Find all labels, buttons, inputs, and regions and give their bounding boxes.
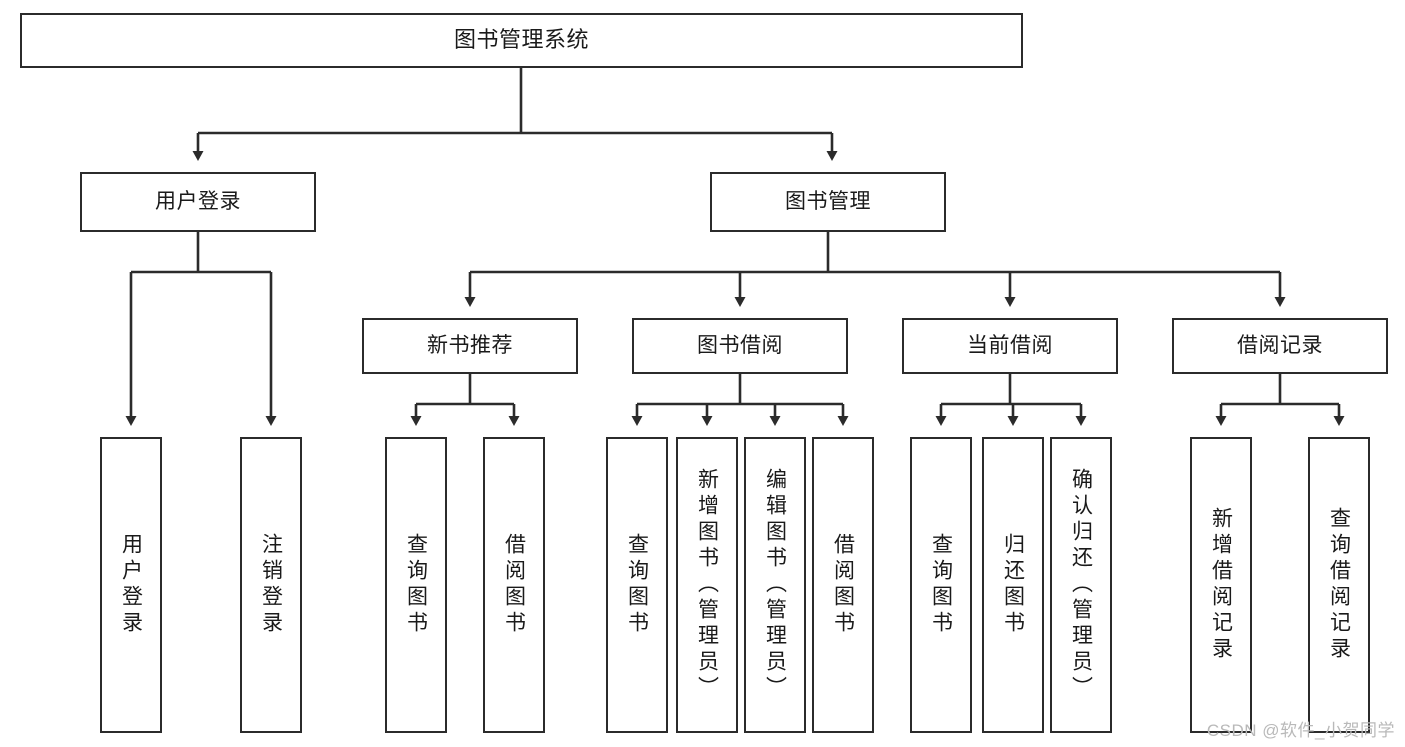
node-user-login[interactable]: 用户登录 <box>80 172 316 232</box>
leaf-query-book-current-label: 查询图书 <box>929 533 953 637</box>
leaf-query-book-borrow[interactable]: 查询图书 <box>606 437 668 733</box>
node-current-borrow[interactable]: 当前借阅 <box>902 318 1118 374</box>
leaf-query-book-newbook-label: 查询图书 <box>404 533 428 637</box>
node-book-management[interactable]: 图书管理 <box>710 172 946 232</box>
node-borrow-records-label: 借阅记录 <box>1237 334 1323 358</box>
leaf-query-book-newbook[interactable]: 查询图书 <box>385 437 447 733</box>
leaf-lend-book-label: 借阅图书 <box>831 533 855 637</box>
leaf-query-book-borrow-label: 查询图书 <box>625 533 649 637</box>
leaf-borrow-book-newbook[interactable]: 借阅图书 <box>483 437 545 733</box>
node-new-book-recommend[interactable]: 新书推荐 <box>362 318 578 374</box>
csdn-watermark: CSDN @软件_小贺同学 <box>1206 721 1395 740</box>
leaf-return-book[interactable]: 归还图书 <box>982 437 1044 733</box>
node-root[interactable]: 图书管理系统 <box>20 13 1023 68</box>
leaf-add-borrow-record[interactable]: 新增借阅记录 <box>1190 437 1252 733</box>
leaf-add-borrow-record-label: 新增借阅记录 <box>1209 507 1233 663</box>
leaf-add-book-admin-label: 新增图书（管理员） <box>695 468 719 702</box>
leaf-logout-label: 注销登录 <box>259 533 283 637</box>
leaf-borrow-book-newbook-label: 借阅图书 <box>502 533 526 637</box>
leaf-lend-book[interactable]: 借阅图书 <box>812 437 874 733</box>
node-book-borrow-label: 图书借阅 <box>697 334 783 358</box>
leaf-add-book-admin[interactable]: 新增图书（管理员） <box>676 437 738 733</box>
node-new-book-recommend-label: 新书推荐 <box>427 334 513 358</box>
leaf-query-borrow-record[interactable]: 查询借阅记录 <box>1308 437 1370 733</box>
leaf-query-borrow-record-label: 查询借阅记录 <box>1327 507 1351 663</box>
node-borrow-records[interactable]: 借阅记录 <box>1172 318 1388 374</box>
node-book-management-label: 图书管理 <box>785 190 871 214</box>
leaf-confirm-return-admin[interactable]: 确认归还（管理员） <box>1050 437 1112 733</box>
leaf-edit-book-admin[interactable]: 编辑图书（管理员） <box>744 437 806 733</box>
leaf-confirm-return-admin-label: 确认归还（管理员） <box>1069 468 1093 702</box>
leaf-return-book-label: 归还图书 <box>1001 533 1025 637</box>
leaf-edit-book-admin-label: 编辑图书（管理员） <box>763 468 787 702</box>
node-root-label: 图书管理系统 <box>453 27 589 53</box>
leaf-query-book-current[interactable]: 查询图书 <box>910 437 972 733</box>
leaf-user-login-label: 用户登录 <box>119 533 143 637</box>
node-book-borrow[interactable]: 图书借阅 <box>632 318 848 374</box>
node-user-login-label: 用户登录 <box>155 190 241 214</box>
leaf-user-login[interactable]: 用户登录 <box>100 437 162 733</box>
leaf-logout[interactable]: 注销登录 <box>240 437 302 733</box>
node-current-borrow-label: 当前借阅 <box>967 334 1053 358</box>
